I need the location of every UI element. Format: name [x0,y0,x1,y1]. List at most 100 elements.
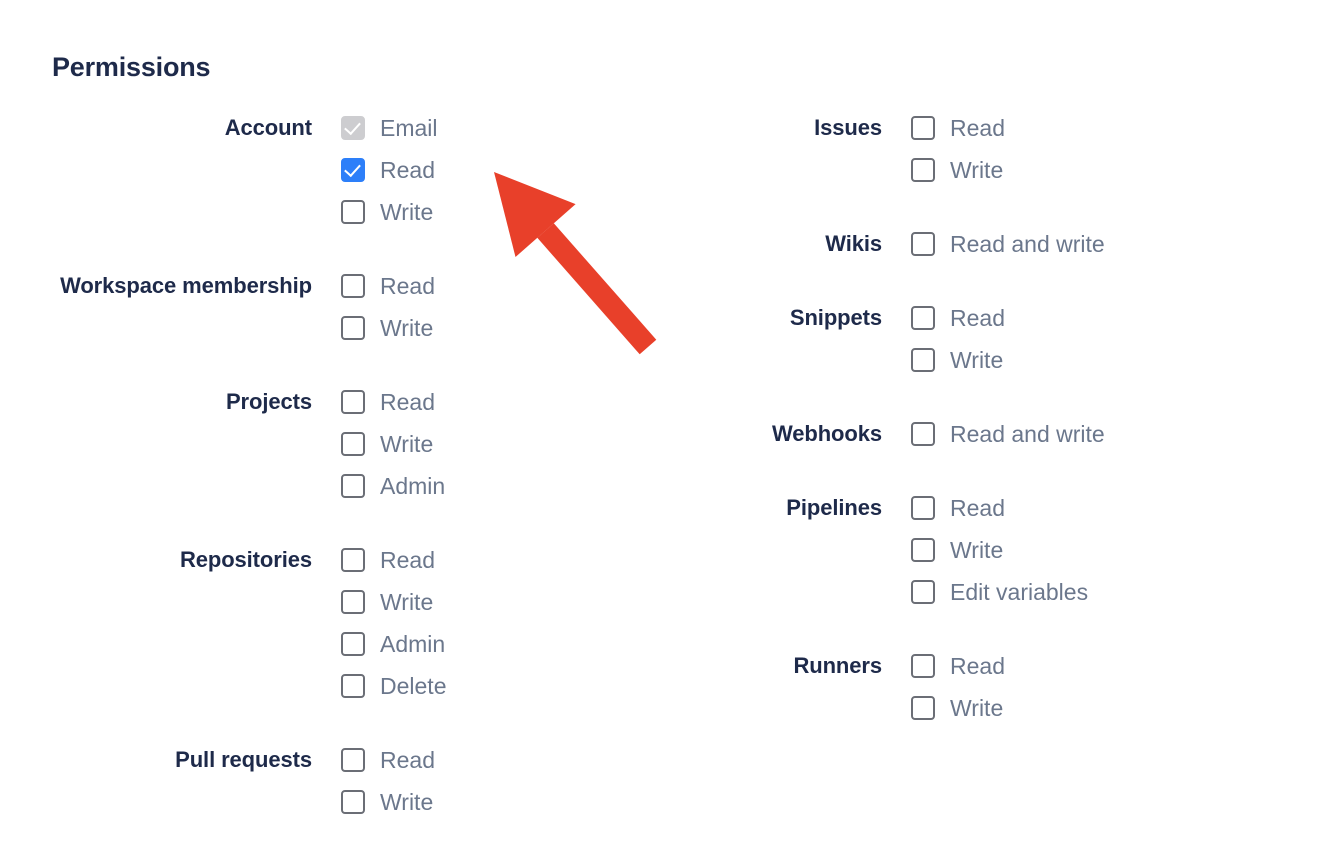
permission-option-row: Write [341,423,660,465]
group-options: Read and write [911,413,1322,455]
permission-option-row: Write [341,307,660,349]
checkbox-write[interactable] [911,538,935,562]
option-label[interactable]: Write [380,199,434,225]
group-label: Snippets [789,305,882,330]
permission-option-row: Read [911,297,1322,339]
checkbox-write[interactable] [341,790,365,814]
page-title: Permissions [52,52,211,82]
permission-option-row: Write [341,191,660,233]
checkbox-read[interactable] [911,306,935,330]
permission-option-row: Edit variables [911,571,1322,613]
permission-option-row: Admin [341,623,660,665]
option-label[interactable]: Write [380,315,434,341]
permission-option-row: Write [341,581,660,623]
option-label[interactable]: Admin [380,473,446,499]
group-label: Workspace membership [60,273,312,298]
checkbox-write[interactable] [341,316,365,340]
checkbox-read[interactable] [341,274,365,298]
checkbox-read[interactable] [911,654,935,678]
checkbox-read[interactable] [341,748,365,772]
permission-option-row: Write [911,529,1322,571]
checkbox-read[interactable] [911,496,935,520]
checkbox-write[interactable] [911,158,935,182]
group-label: Webhooks [771,421,882,446]
permission-group-webhooks: Webhooks Read and write [600,413,1322,455]
checkbox-admin[interactable] [341,632,365,656]
option-label[interactable]: Read [380,747,435,773]
option-label[interactable]: Read [950,305,1005,331]
group-label: Wikis [825,231,882,256]
checkbox-delete[interactable] [341,674,365,698]
group-label: Runners [793,653,882,678]
permission-option-row: Read and write [911,413,1322,455]
permission-option-row: Read [341,539,660,581]
permission-option-row: Read [341,739,660,781]
option-label[interactable]: Read [950,115,1005,141]
option-label[interactable]: Write [380,431,434,457]
option-label[interactable]: Read and write [950,421,1105,447]
group-label: Projects [225,389,312,414]
option-label[interactable]: Read [380,157,435,183]
permission-option-row: Read [341,265,660,307]
group-label: Account [224,115,312,140]
group-label: Pipelines [786,495,882,520]
checkbox-read[interactable] [341,390,365,414]
permission-option-row: Write [911,339,1322,381]
permission-option-row: Email [341,107,660,149]
option-label[interactable]: Write [950,537,1004,563]
checkbox-email [341,116,365,140]
checkbox-write[interactable] [341,590,365,614]
option-label[interactable]: Read [950,495,1005,521]
checkbox-read-and-write[interactable] [911,232,935,256]
option-label[interactable]: Edit variables [950,579,1089,605]
checkbox-read[interactable] [341,158,365,182]
permission-group-wikis: Wikis Read and write [600,223,1322,265]
checkbox-write[interactable] [341,200,365,224]
group-label: Issues [814,115,882,140]
checkmark-icon [344,117,361,136]
group-label: Pull requests [175,747,312,772]
group-options: Read and write [911,223,1322,265]
option-label[interactable]: Write [950,347,1004,373]
checkbox-admin[interactable] [341,474,365,498]
permission-option-row: Read [911,645,1322,687]
checkbox-read[interactable] [341,548,365,572]
option-label[interactable]: Read [950,653,1005,679]
option-label[interactable]: Read [380,273,435,299]
permission-option-row: Read and write [911,223,1322,265]
checkbox-write[interactable] [341,432,365,456]
option-label[interactable]: Write [950,157,1004,183]
group-label: Repositories [179,547,312,572]
checkbox-write[interactable] [911,696,935,720]
permission-option-row: Write [911,149,1322,191]
option-label[interactable]: Read and write [950,231,1105,257]
option-label[interactable]: Read [380,547,435,573]
checkbox-read[interactable] [911,116,935,140]
checkbox-read-and-write[interactable] [911,422,935,446]
option-label[interactable]: Write [950,695,1004,721]
option-label[interactable]: Write [380,789,434,815]
option-label[interactable]: Read [380,389,435,415]
permission-option-row: Read [341,381,660,423]
checkbox-edit-variables[interactable] [911,580,935,604]
option-label[interactable]: Delete [380,673,447,699]
checkbox-write[interactable] [911,348,935,372]
option-label[interactable]: Write [380,589,434,615]
permission-option-row: Delete [341,665,660,707]
option-label: Email [380,115,438,141]
option-label[interactable]: Admin [380,631,446,657]
